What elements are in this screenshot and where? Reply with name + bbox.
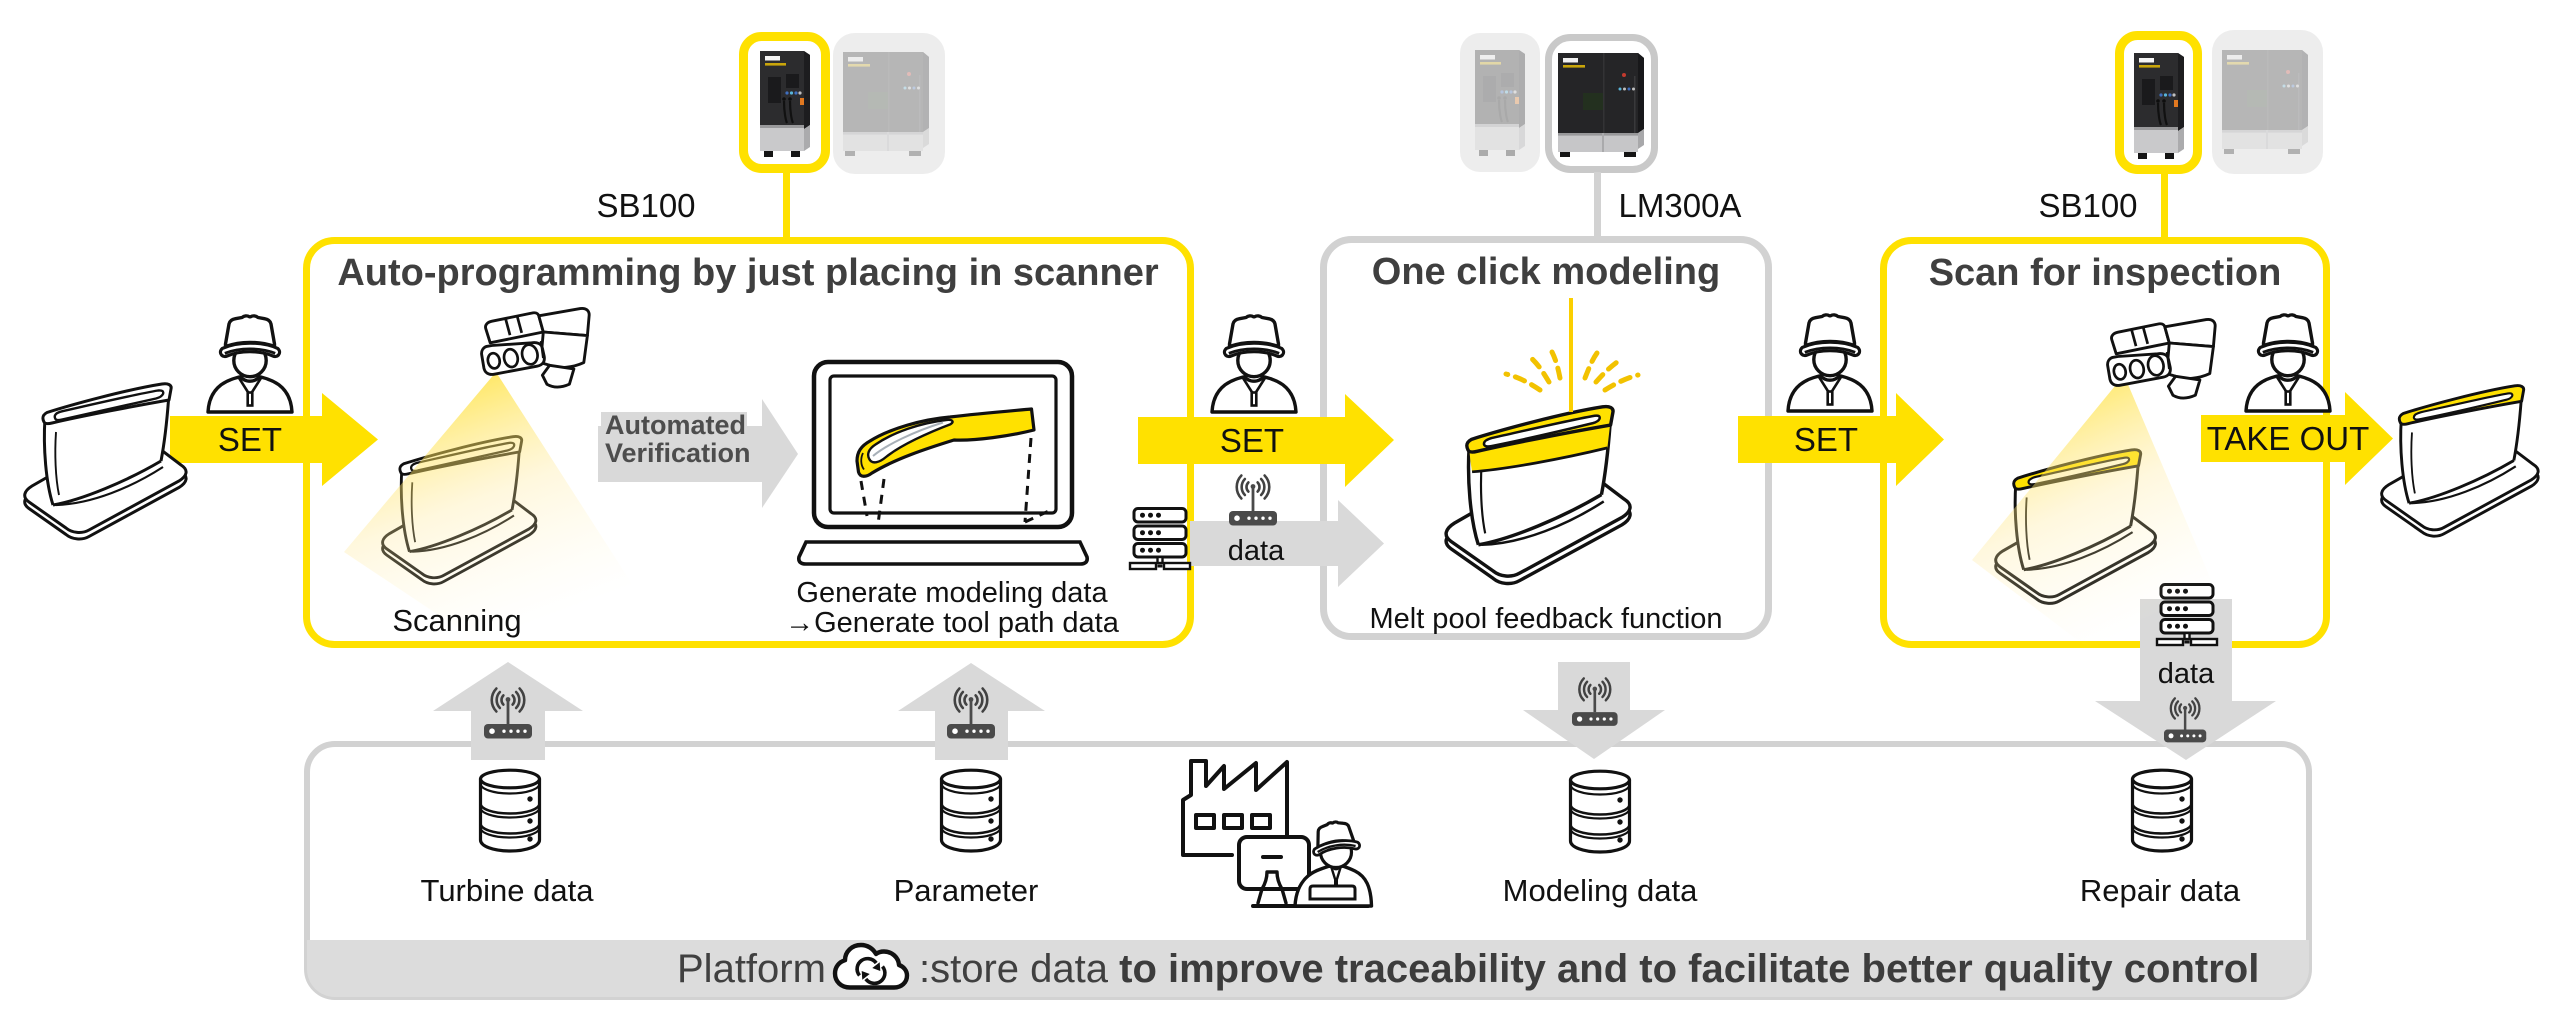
svg-text:Generate modeling data: Generate modeling data xyxy=(796,577,1108,609)
svg-text:TAKE OUT: TAKE OUT xyxy=(2207,420,2370,457)
svg-text:SB100: SB100 xyxy=(2038,187,2137,224)
svg-text:SET: SET xyxy=(1220,422,1284,459)
svg-text:SB100: SB100 xyxy=(596,187,695,224)
svg-text:Repair data: Repair data xyxy=(2080,873,2241,908)
svg-text:Modeling data: Modeling data xyxy=(1503,873,1699,908)
svg-text:→Generate tool path data: →Generate tool path data xyxy=(785,607,1120,639)
svg-text:One click modeling: One click modeling xyxy=(1372,251,1720,293)
svg-text:data: data xyxy=(1228,535,1285,567)
svg-text:Automated: Automated xyxy=(605,410,746,440)
svg-text:Verification: Verification xyxy=(605,438,751,468)
svg-text:SET: SET xyxy=(218,421,282,458)
svg-text:Turbine data: Turbine data xyxy=(421,873,595,908)
svg-text:Scan for inspection: Scan for inspection xyxy=(1929,252,2282,294)
svg-text:LM300A: LM300A xyxy=(1619,187,1742,224)
svg-text:data: data xyxy=(2158,658,2215,690)
svg-text:Melt pool feedback function: Melt pool feedback function xyxy=(1369,603,1722,635)
svg-text:Parameter: Parameter xyxy=(894,873,1039,908)
svg-text:Auto-programming by just placi: Auto-programming by just placing in scan… xyxy=(337,252,1159,294)
svg-text::store data to improve traceab: :store data to improve traceability and … xyxy=(919,947,2259,991)
svg-text:Scanning: Scanning xyxy=(392,603,521,638)
svg-text:SET: SET xyxy=(1794,421,1858,458)
svg-text:Platform: Platform xyxy=(677,947,826,991)
